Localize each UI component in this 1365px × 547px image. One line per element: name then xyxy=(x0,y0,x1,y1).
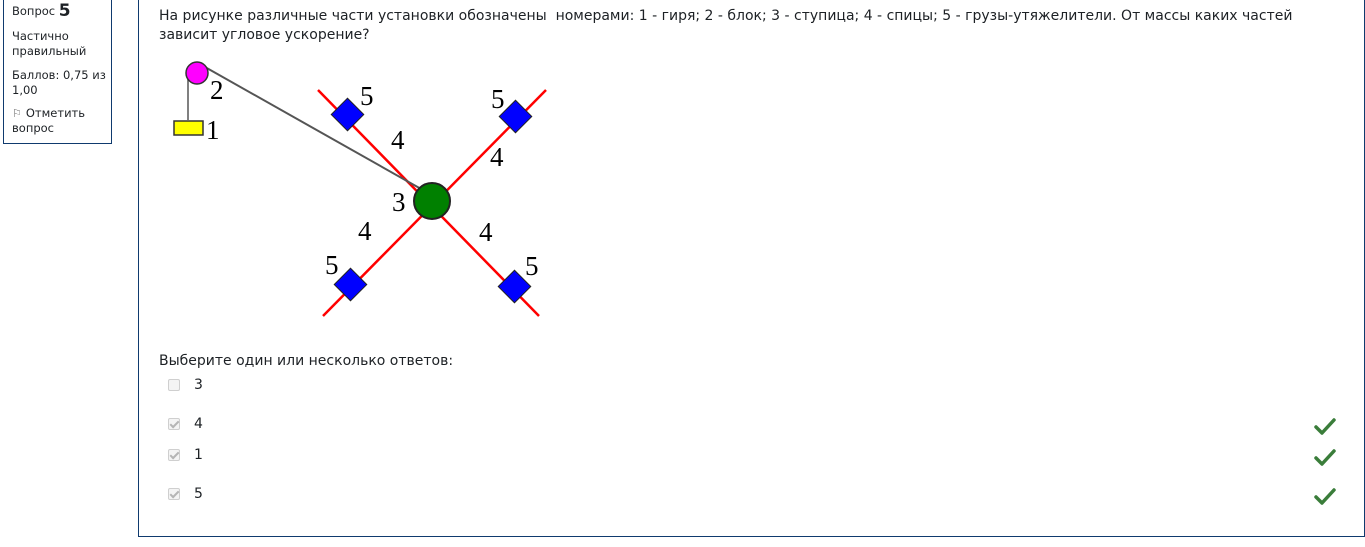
label-spoke-top-right: 4 xyxy=(490,142,504,172)
answer-option[interactable]: 4 xyxy=(168,414,203,434)
question-number-value: 5 xyxy=(58,1,71,21)
label-spoke-bottom-left: 4 xyxy=(358,216,372,246)
label-hub: 3 xyxy=(392,187,406,217)
load-top-left xyxy=(330,97,365,132)
load-bottom-right xyxy=(497,269,532,304)
apparatus-figure: 2 1 5 5 4 4 3 4 4 5 5 xyxy=(173,61,547,317)
question-state: Частично правильный xyxy=(12,29,87,58)
label-spoke-bottom-right: 4 xyxy=(479,217,493,247)
question-info-panel: Вопрос 5 Частично правильный Баллов: 0,7… xyxy=(3,0,112,144)
label-load-bottom-left: 5 xyxy=(325,250,339,280)
answer-checkbox[interactable] xyxy=(168,488,180,500)
answer-label: 4 xyxy=(194,416,203,432)
weight xyxy=(173,120,204,136)
question-label: Вопрос xyxy=(12,4,56,18)
hub xyxy=(413,182,451,220)
correct-check-icon xyxy=(1314,449,1336,466)
pulley xyxy=(185,61,209,85)
flag-question-link[interactable]: ⚐Отметить вопрос xyxy=(12,106,111,136)
label-weight: 1 xyxy=(206,115,220,145)
answer-label: 3 xyxy=(194,377,203,393)
label-pulley: 2 xyxy=(210,75,224,105)
correct-check-icon xyxy=(1314,418,1336,435)
label-load-bottom-right: 5 xyxy=(525,251,539,281)
load-bottom-left xyxy=(333,267,368,302)
answer-option[interactable]: 5 xyxy=(168,484,203,504)
answer-option[interactable]: 1 xyxy=(168,445,203,465)
load-top-right xyxy=(498,99,533,134)
label-load-top-left: 5 xyxy=(360,81,374,111)
answer-prompt: Выберите один или несколько ответов: xyxy=(159,353,454,369)
answer-checkbox[interactable] xyxy=(168,418,180,430)
answer-checkbox[interactable] xyxy=(168,379,180,391)
label-load-top-right: 5 xyxy=(491,84,505,114)
question-grade: Баллов: 0,75 из 1,00 xyxy=(12,68,106,97)
label-spoke-top-left: 4 xyxy=(391,125,405,155)
answer-label: 1 xyxy=(194,447,203,463)
answer-option[interactable]: 3 xyxy=(168,375,203,395)
question-number: Вопрос 5 xyxy=(12,1,111,21)
question-text: На рисунке различные части установки обо… xyxy=(159,8,1297,43)
flag-question-label: Отметить вопрос xyxy=(12,106,86,135)
flag-icon: ⚐ xyxy=(12,107,22,120)
question-content: На рисунке различные части установки обо… xyxy=(138,0,1365,537)
answer-checkbox[interactable] xyxy=(168,449,180,461)
string xyxy=(204,66,431,195)
answer-label: 5 xyxy=(194,486,203,502)
correct-check-icon xyxy=(1314,488,1336,505)
